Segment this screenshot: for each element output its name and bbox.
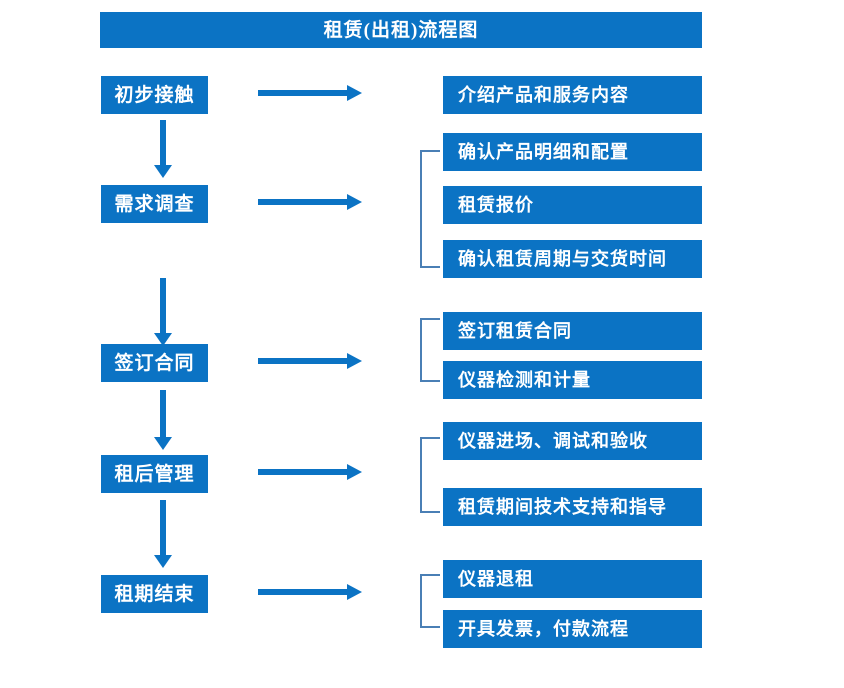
stage-box-4[interactable]: 租后管理: [101, 455, 208, 493]
detail-box-3[interactable]: 租赁报价: [443, 186, 702, 224]
horizontal-arrow-2: [258, 193, 362, 211]
arrow-head: [347, 584, 362, 600]
arrow-shaft: [160, 390, 166, 437]
arrow-head: [154, 333, 172, 346]
vertical-arrow-3: [154, 390, 172, 450]
detail-box-5[interactable]: 签订租赁合同: [443, 312, 702, 350]
arrow-head: [347, 464, 362, 480]
horizontal-arrow-5: [258, 583, 362, 601]
group-bracket-4: [420, 437, 440, 513]
diagram-title: 租赁(出租)流程图: [100, 12, 702, 48]
detail-box-7[interactable]: 仪器进场、调试和验收: [443, 422, 702, 460]
arrow-head: [347, 194, 362, 210]
arrow-shaft: [258, 589, 348, 595]
horizontal-arrow-1: [258, 84, 362, 102]
arrow-head: [154, 437, 172, 450]
group-bracket-3: [420, 318, 440, 382]
horizontal-arrow-4: [258, 463, 362, 481]
arrow-shaft: [160, 120, 166, 165]
vertical-arrow-2: [154, 278, 172, 346]
arrow-head: [154, 555, 172, 568]
detail-box-4[interactable]: 确认租赁周期与交货时间: [443, 240, 702, 278]
arrow-head: [347, 85, 362, 101]
arrow-shaft: [258, 90, 348, 96]
arrow-shaft: [160, 500, 166, 555]
arrow-shaft: [258, 358, 348, 364]
group-bracket-5: [420, 574, 440, 628]
vertical-arrow-1: [154, 120, 172, 178]
arrow-head: [154, 165, 172, 178]
stage-box-2[interactable]: 需求调查: [101, 185, 208, 223]
stage-box-5[interactable]: 租期结束: [101, 575, 208, 613]
stage-box-3[interactable]: 签订合同: [101, 344, 208, 382]
detail-box-10[interactable]: 开具发票，付款流程: [443, 610, 702, 648]
detail-box-9[interactable]: 仪器退租: [443, 560, 702, 598]
arrow-shaft: [258, 469, 348, 475]
detail-box-1[interactable]: 介绍产品和服务内容: [443, 76, 702, 114]
detail-box-2[interactable]: 确认产品明细和配置: [443, 133, 702, 171]
horizontal-arrow-3: [258, 352, 362, 370]
arrow-head: [347, 353, 362, 369]
arrow-shaft: [258, 199, 348, 205]
stage-box-1[interactable]: 初步接触: [101, 76, 208, 114]
detail-box-6[interactable]: 仪器检测和计量: [443, 361, 702, 399]
vertical-arrow-4: [154, 500, 172, 568]
arrow-shaft: [160, 278, 166, 333]
detail-box-8[interactable]: 租赁期间技术支持和指导: [443, 488, 702, 526]
group-bracket-2: [420, 150, 440, 268]
